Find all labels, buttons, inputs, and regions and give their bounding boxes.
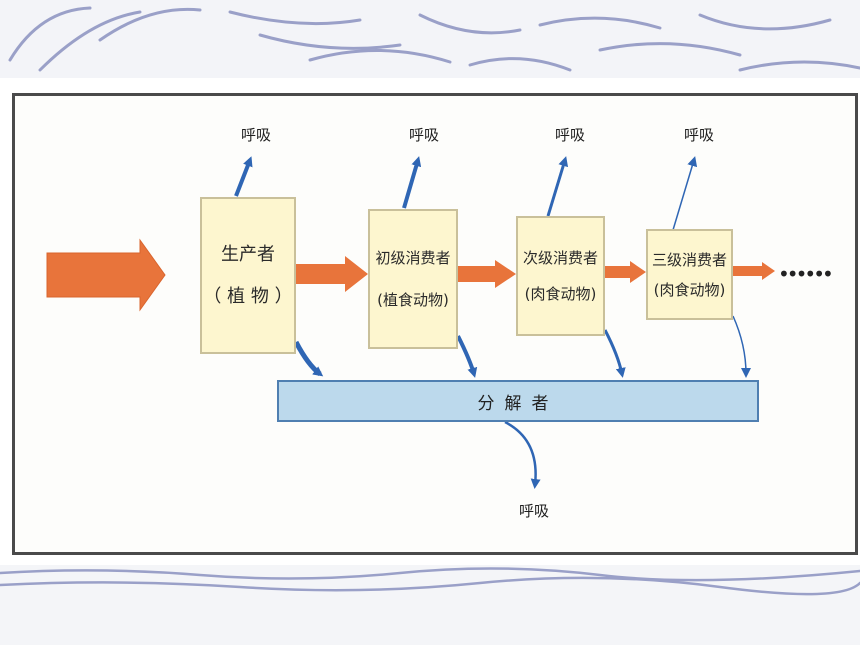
respiration-arrow-primary bbox=[402, 156, 422, 209]
primary-consumer-box: 初级消费者 (植食动物) bbox=[368, 209, 458, 349]
respiration-label-secondary: 呼吸 bbox=[555, 126, 586, 144]
respiration-label-primary: 呼吸 bbox=[409, 126, 440, 144]
primary-consumer-name: 初级消费者 bbox=[375, 249, 451, 267]
tertiary-consumer-detail: (肉食动物) bbox=[653, 280, 726, 299]
respiration-arrow-secondary bbox=[546, 156, 569, 217]
secondary-consumer-detail: (肉食动物) bbox=[524, 285, 597, 303]
respiration-arrow-tertiary bbox=[672, 156, 698, 231]
tertiary-to-decomposer-arrow bbox=[732, 315, 751, 378]
respiration-label-tertiary: 呼吸 bbox=[684, 126, 715, 144]
respiration-label-decomposer: 呼吸 bbox=[519, 502, 550, 520]
respiration-arrow-producer bbox=[234, 156, 253, 197]
energy-flow-arrow-producer-to-primary bbox=[296, 256, 368, 292]
secondary-consumer-name: 次级消费者 bbox=[522, 249, 598, 267]
secondary-to-decomposer-arrow bbox=[603, 329, 626, 378]
energy-input-arrow bbox=[46, 238, 166, 312]
bottom-swirl-pattern bbox=[0, 567, 860, 596]
top-decorative-band bbox=[0, 0, 860, 78]
tertiary-consumer-name: 三级消费者 bbox=[651, 250, 727, 269]
tertiary-consumer-box: 三级消费者 (肉食动物) bbox=[646, 229, 733, 320]
primary-to-decomposer-arrow bbox=[456, 335, 478, 378]
producer-box: 生产者 （ 植 物 ） bbox=[200, 197, 296, 354]
energy-flow-arrow-tertiary-onward bbox=[733, 262, 775, 280]
secondary-consumer-box: 次级消费者 (肉食动物) bbox=[516, 216, 605, 336]
bottom-decorative-band bbox=[0, 565, 860, 645]
respiration-arrow-decomposer bbox=[504, 420, 541, 489]
decomposer-label: 分解者 bbox=[477, 393, 559, 414]
producer-detail: （ 植 物 ） bbox=[203, 285, 293, 307]
energy-flow-arrow-secondary-to-tertiary bbox=[605, 261, 646, 283]
primary-consumer-detail: (植食动物) bbox=[377, 291, 449, 309]
continuation-dots: •••••• bbox=[778, 262, 834, 286]
respiration-label-producer: 呼吸 bbox=[241, 126, 272, 144]
energy-flow-arrow-primary-to-secondary bbox=[458, 260, 516, 288]
top-swirl-pattern bbox=[8, 6, 860, 72]
decomposer-bar: 分解者 bbox=[277, 380, 759, 422]
producer-name: 生产者 bbox=[221, 243, 275, 265]
producer-to-decomposer-arrow bbox=[293, 340, 324, 377]
